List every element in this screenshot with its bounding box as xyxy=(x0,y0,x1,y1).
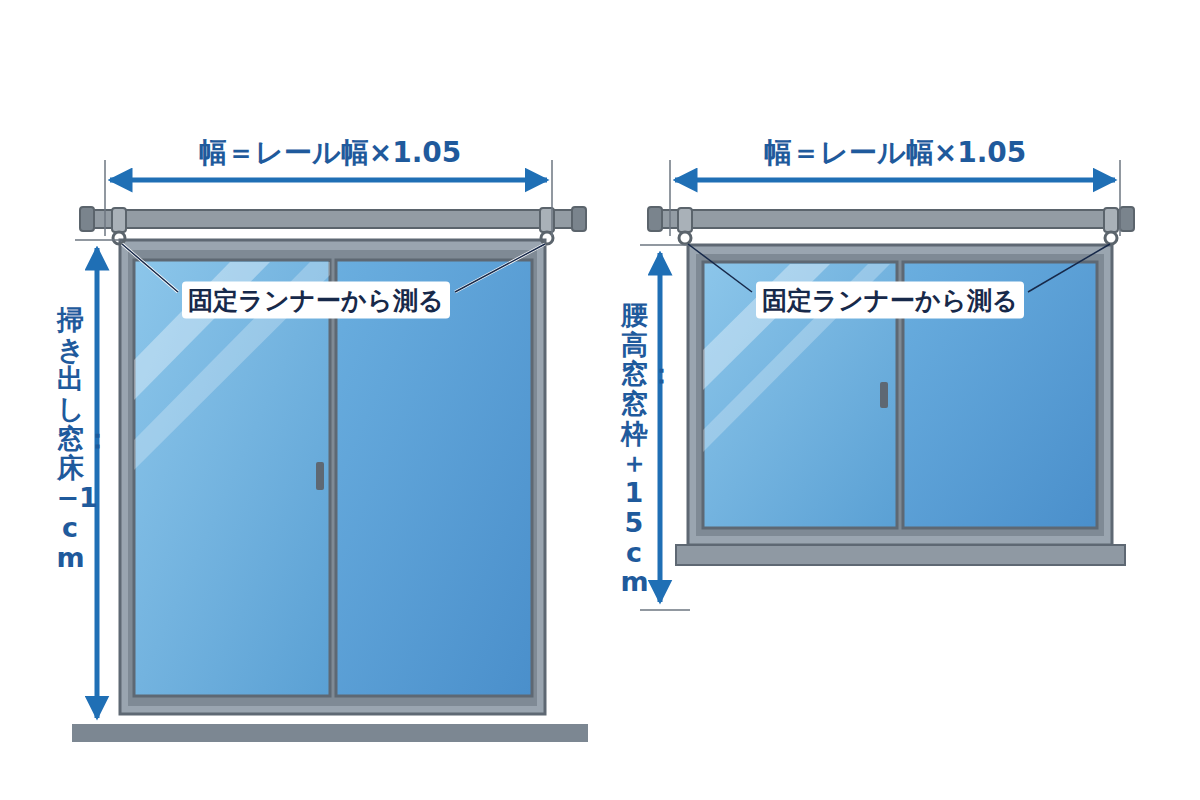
waist-window xyxy=(640,160,1134,610)
leader-line xyxy=(688,244,752,292)
width-label: 幅＝レール幅×1.05 xyxy=(199,134,462,172)
leader-line xyxy=(455,244,545,292)
height-arrow xyxy=(658,253,663,602)
leader-line xyxy=(1028,244,1110,292)
width-label: 幅＝レール幅×1.05 xyxy=(764,134,1027,172)
height-label: 掃き出し窓：床−1cm xyxy=(57,305,84,572)
height-label: 腰高窓：窓枠＋15cm xyxy=(621,300,648,597)
height-arrow xyxy=(95,248,100,718)
floor xyxy=(72,724,588,742)
leader-line xyxy=(122,244,178,292)
sweep-window xyxy=(72,160,588,742)
runner-note: 固定ランナーから測る xyxy=(756,282,1024,319)
width-arrow xyxy=(675,178,1115,183)
width-arrow xyxy=(110,178,547,183)
runner-note: 固定ランナーから測る xyxy=(182,282,450,319)
